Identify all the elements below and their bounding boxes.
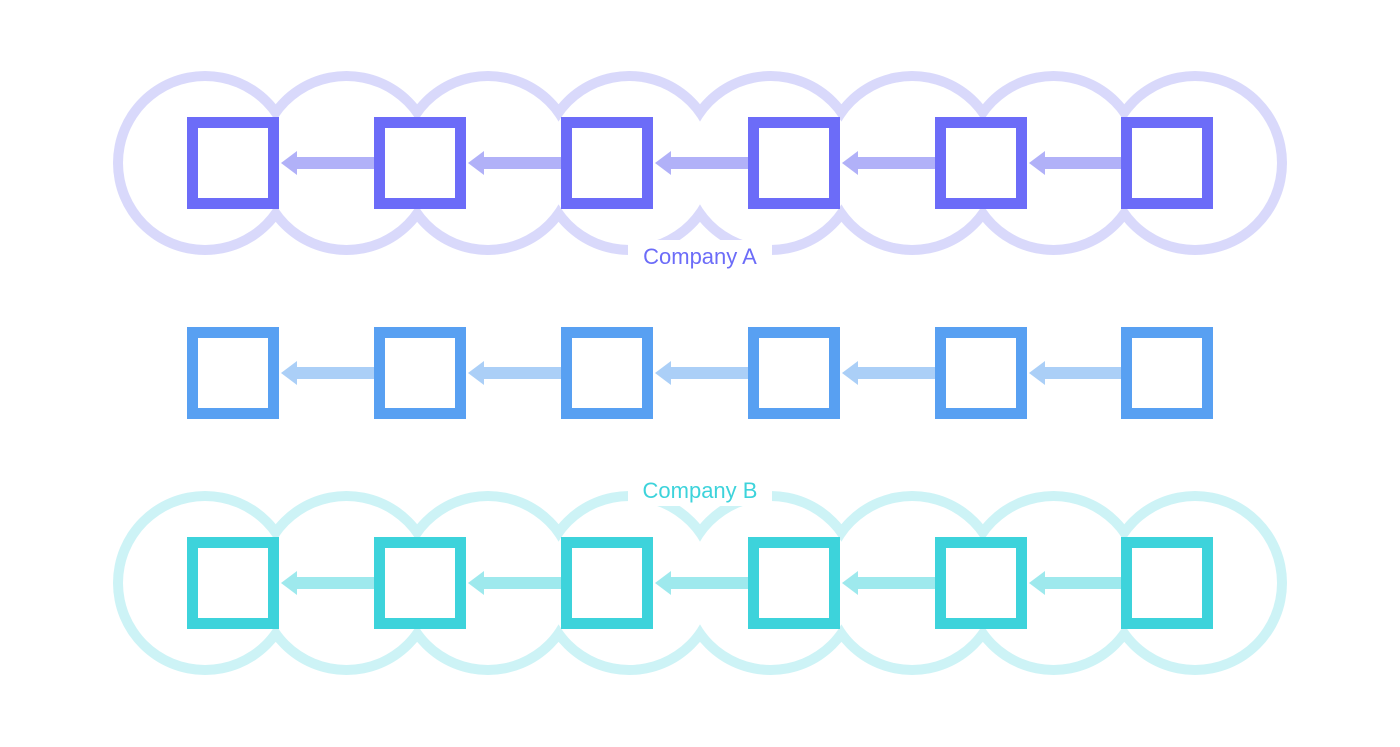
chain-arrow [281,571,374,595]
chain-block [187,537,279,629]
chain-block [561,117,653,209]
chain-block [1121,537,1213,629]
chain-arrow [655,571,748,595]
company-label: Company B [628,474,772,506]
chain-arrow [468,361,561,385]
chain-arrow [1029,361,1121,385]
company-label-text: Company B [643,478,758,503]
chain-block [1121,117,1213,209]
chain-arrow [655,361,748,385]
chain-arrow [842,571,935,595]
company-label-text: Company A [643,244,757,269]
chain-block [374,537,466,629]
chain-arrow [1029,151,1121,175]
company-b-row: Company B [113,474,1287,675]
chain-arrow [281,151,374,175]
company-a-row: Company A [113,71,1287,272]
chain-arrow [468,571,561,595]
chain-block [935,117,1027,209]
chain-block [748,117,840,209]
chain-block [374,117,466,209]
chain-arrow [842,361,935,385]
chain-arrow [842,151,935,175]
chain-block [561,327,653,419]
chain-arrow [1029,571,1121,595]
chain-block [935,537,1027,629]
chain-arrow [655,151,748,175]
chain-block [187,327,279,419]
company-label: Company A [628,240,772,272]
chain-block [187,117,279,209]
chain-block [748,537,840,629]
shared-chain-row [187,327,1213,419]
chain-block [748,327,840,419]
chain-arrow [468,151,561,175]
chain-block [561,537,653,629]
chain-block [1121,327,1213,419]
chain-block [374,327,466,419]
chain-arrow [281,361,374,385]
chain-block [935,327,1027,419]
